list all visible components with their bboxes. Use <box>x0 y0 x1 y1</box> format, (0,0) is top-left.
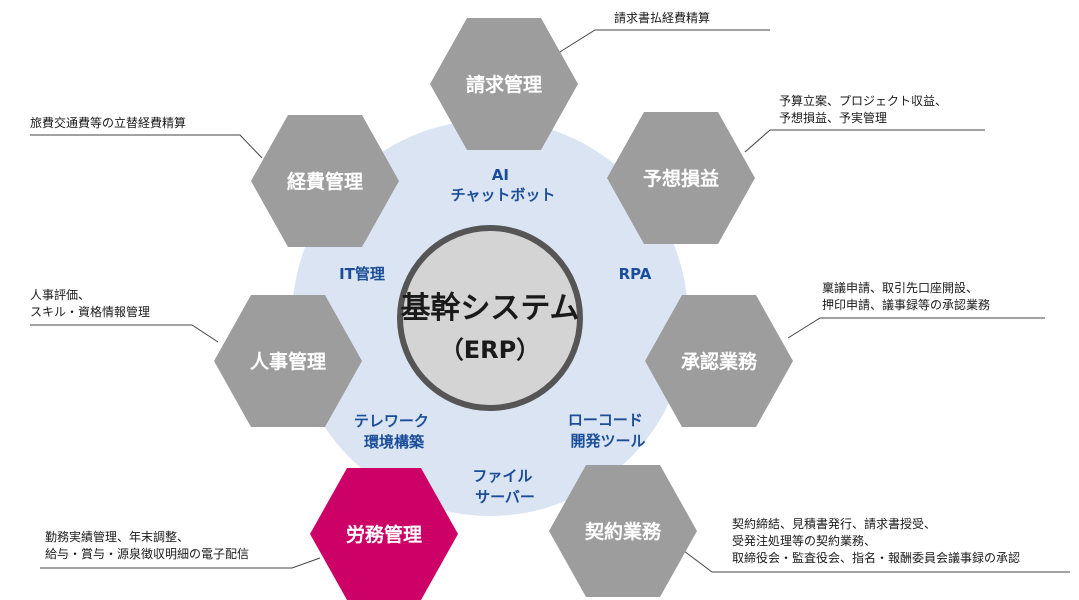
hex-shape-keiyaku <box>549 465 697 597</box>
note-seikyu: 請求書払経費精算 <box>614 10 710 25</box>
ring-label-telework-line2: 環境構築 <box>364 433 425 451</box>
center-subtitle: （ERP） <box>440 336 540 364</box>
hex-label-shonin: 承認業務 <box>681 350 758 373</box>
ring-label-rpa-line1: RPA <box>619 265 652 283</box>
hex-jinji: 人事管理 <box>214 295 362 427</box>
hex-seikyu: 請求管理 <box>430 18 578 150</box>
hex-shape-seikyu <box>430 18 578 150</box>
ring-label-file-line1: ファイル <box>472 467 532 485</box>
ring-label-it: IT管理 <box>339 265 385 283</box>
hex-shape-shonin <box>645 295 793 427</box>
leader-line-romu <box>40 557 321 569</box>
hex-shonin: 承認業務 <box>645 295 793 427</box>
note-romu-line2: 給与・賞与・源泉徴収明細の電子配信 <box>45 547 249 561</box>
hex-romu: 労務管理 <box>310 468 458 600</box>
leader-line-jinji <box>30 324 219 343</box>
note-keiyaku-line1: 契約締結、見積書発行、請求書授受、 <box>732 516 936 531</box>
leader-line-shonin <box>787 317 1045 339</box>
note-keiyaku-line2: 受発注処理等の契約業務、 <box>732 533 876 548</box>
note-yoso-line1: 予算立案、プロジェクト収益、 <box>779 93 947 108</box>
hex-yoso: 予想損益 <box>607 112 755 244</box>
leader-lines <box>30 29 1070 573</box>
ring-label-it-line1: IT管理 <box>339 265 385 283</box>
note-shonin-line1: 稟議申請、取引先口座開設、 <box>822 280 978 295</box>
ring-label-ai: AI チャットボット <box>451 166 556 204</box>
leader-line-keiyaku <box>679 547 1070 573</box>
ring-label-file: ファイル サーバー <box>472 467 537 506</box>
note-romu-line1: 勤務実績管理、年末調整、 <box>45 529 189 544</box>
note-jinji-line1: 人事評価、 <box>30 287 90 302</box>
note-keihi-line1: 旅費交通費等の立替経費精算 <box>30 115 186 130</box>
hex-keihi: 経費管理 <box>251 115 399 247</box>
leader-line-seikyu <box>554 29 770 56</box>
leader-line-keihi <box>30 134 263 159</box>
center-circle <box>397 225 583 411</box>
hex-label-keihi: 経費管理 <box>287 170 363 193</box>
note-jinji-line2: スキル・資格情報管理 <box>30 304 150 319</box>
ring-label-lowcode-line1: ローコード <box>568 411 643 429</box>
hex-label-seikyu: 請求管理 <box>466 73 542 96</box>
hex-shape-yoso <box>607 112 755 244</box>
hex-label-romu: 労務管理 <box>346 523 422 546</box>
ring-label-lowcode: ローコード 開発ツール <box>568 411 648 450</box>
note-yoso-line2: 予想損益、予実管理 <box>779 110 887 125</box>
ring-label-lowcode-line2: 開発ツール <box>570 432 645 450</box>
note-shonin-line2: 押印申請、議事録等の承認業務 <box>822 297 990 312</box>
hex-shape-keihi <box>251 115 399 247</box>
note-romu: 勤務実績管理、年末調整、 給与・賞与・源泉徴収明細の電子配信 <box>45 529 249 561</box>
hex-keiyaku: 契約業務 <box>549 465 697 597</box>
hex-label-keiyaku: 契約業務 <box>584 520 662 543</box>
leader-line-yoso <box>744 129 985 153</box>
ring-label-ai-line2: チャットボット <box>451 186 556 204</box>
note-keihi: 旅費交通費等の立替経費精算 <box>30 115 186 130</box>
hex-shape-romu <box>310 468 458 600</box>
ring-label-telework: テレワーク 環境構築 <box>354 412 434 451</box>
center-title: 基幹システム <box>400 291 579 326</box>
note-keiyaku: 契約締結、見積書発行、請求書授受、 受発注処理等の契約業務、 取締役会・監査役会… <box>732 516 1020 565</box>
note-shonin: 稟議申請、取引先口座開設、 押印申請、議事録等の承認業務 <box>822 280 990 312</box>
note-yoso: 予算立案、プロジェクト収益、 予想損益、予実管理 <box>779 93 951 125</box>
ring-label-ai-line1: AI <box>492 166 509 184</box>
ring-label-file-line2: サーバー <box>475 488 535 506</box>
hex-label-yoso: 予想損益 <box>643 167 719 190</box>
hex-label-jinji: 人事管理 <box>250 350 326 373</box>
ring-label-rpa: RPA <box>619 265 652 283</box>
note-jinji: 人事評価、 スキル・資格情報管理 <box>30 287 150 319</box>
hex-shape-jinji <box>214 295 362 427</box>
note-seikyu-line1: 請求書払経費精算 <box>614 10 710 25</box>
ring-label-telework-line1: テレワーク <box>354 412 429 430</box>
note-keiyaku-line3: 取締役会・監査役会、指名・報酬委員会議事録の承認 <box>732 550 1020 565</box>
